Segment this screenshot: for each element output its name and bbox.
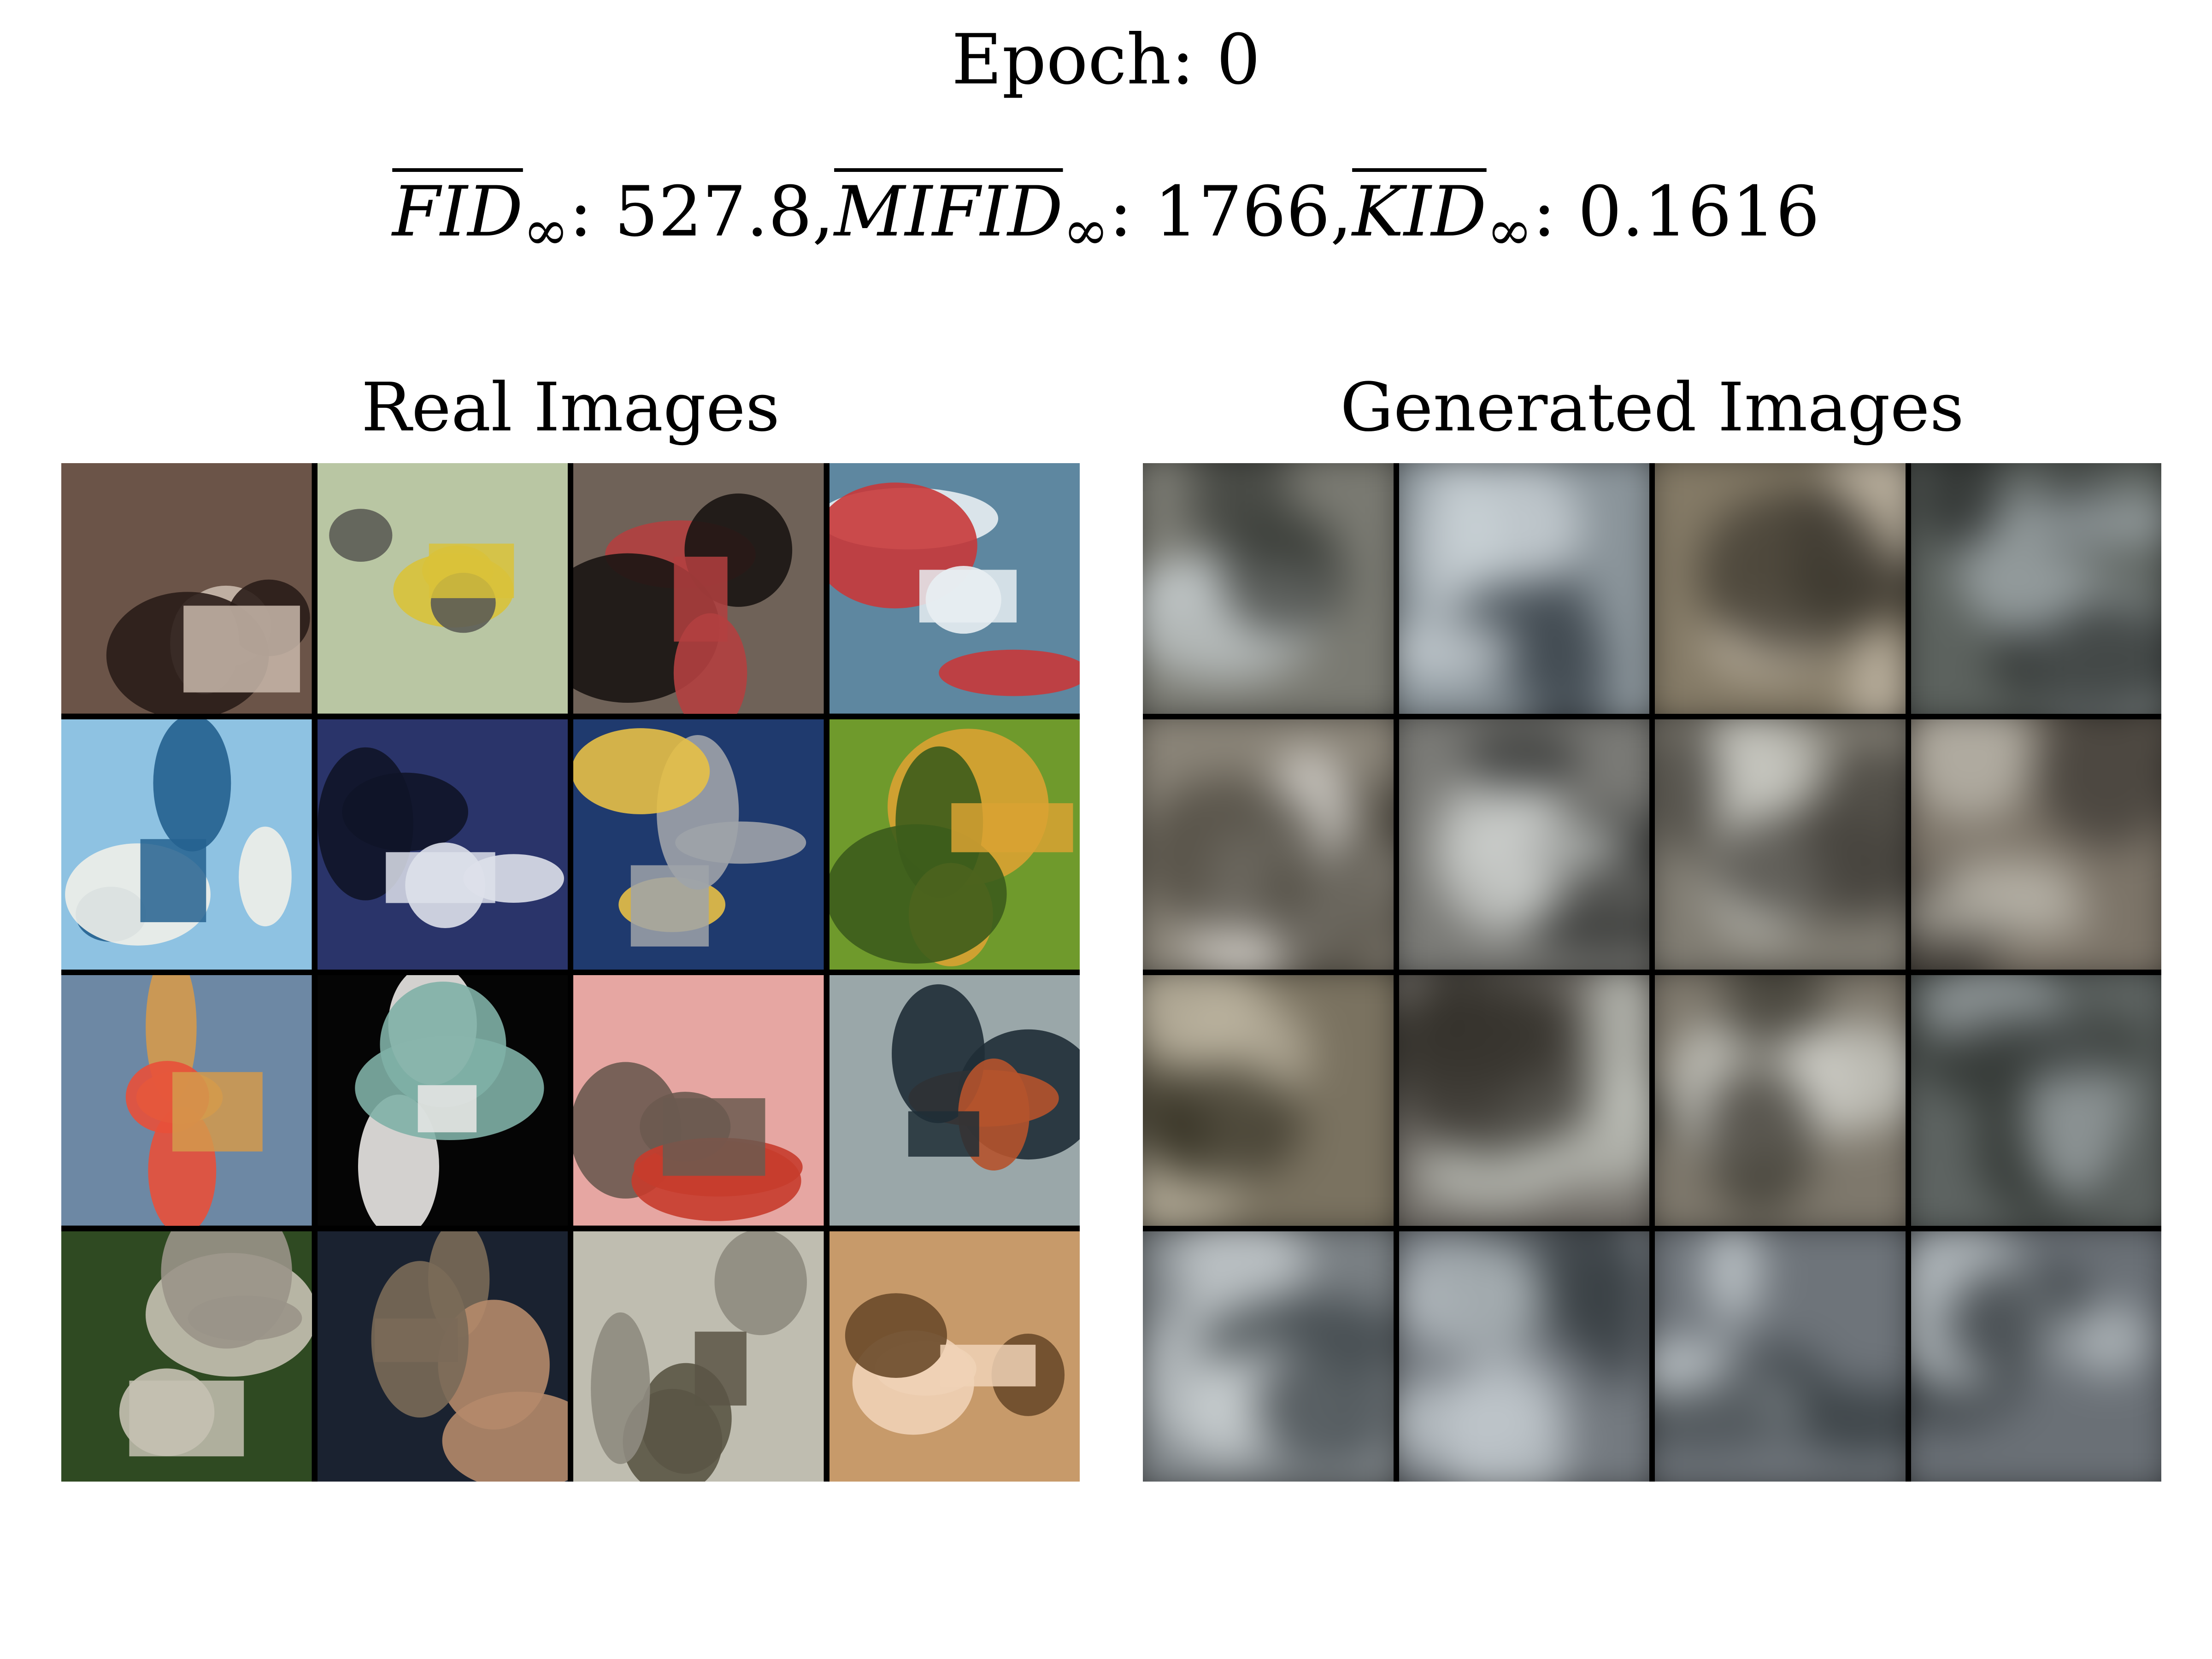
metric-value: 0.1616: [1577, 172, 1820, 252]
generated-image-tile: [1399, 719, 1649, 970]
generated-image-tile: [1143, 1231, 1394, 1482]
generated-image-tile: [1911, 1231, 2161, 1482]
metric-kid: KID∞: 0.1616: [1352, 172, 1820, 263]
real-image-tile: [317, 463, 568, 714]
generated-image-tile: [1399, 1231, 1649, 1482]
generated-image-tile: [1911, 975, 2161, 1226]
metric-name: KID: [1352, 172, 1487, 252]
generated-images-title: Generated Images: [1340, 369, 1964, 447]
generated-images-grid: [1143, 463, 2161, 1482]
generated-image-tile: [1911, 463, 2161, 714]
generated-image-tile: [1655, 463, 1906, 714]
generated-image-tile: [1655, 975, 1906, 1226]
real-image-tile: [573, 463, 824, 714]
metric-separator: ,: [812, 172, 835, 252]
real-image-tile: [61, 719, 312, 970]
generated-image-tile: [1143, 463, 1394, 714]
generated-image-tile: [1143, 719, 1394, 970]
metric-subscript: ∞: [523, 199, 569, 263]
generated-image-tile: [1911, 719, 2161, 970]
real-image-tile: [317, 975, 568, 1226]
metric-separator: ,: [1330, 172, 1353, 252]
metric-fid: FID∞: 527.8,: [392, 172, 835, 263]
real-image-tile: [573, 975, 824, 1226]
metric-value: 527.8: [614, 172, 812, 252]
real-images-title: Real Images: [361, 369, 780, 447]
real-image-tile: [829, 975, 1080, 1226]
metric-mifid: MIFID∞: 1766,: [834, 172, 1353, 263]
metric-name: FID: [392, 172, 523, 252]
real-image-tile: [317, 719, 568, 970]
epoch-title: Epoch: 0: [951, 20, 1261, 100]
metrics-line: FID∞: 527.8, MIFID∞: 1766, KID∞: 0.1616: [0, 166, 2212, 263]
real-image-tile: [61, 1231, 312, 1482]
real-image-tile: [829, 463, 1080, 714]
generated-image-tile: [1655, 719, 1906, 970]
real-image-tile: [573, 719, 824, 970]
generated-image-tile: [1143, 975, 1394, 1226]
metric-subscript: ∞: [1486, 199, 1533, 263]
real-image-tile: [573, 1231, 824, 1482]
real-image-tile: [61, 975, 312, 1226]
real-image-tile: [829, 1231, 1080, 1482]
metric-value: 1766: [1154, 172, 1330, 252]
generated-image-tile: [1399, 975, 1649, 1226]
metric-name: MIFID: [834, 172, 1063, 252]
generated-image-tile: [1655, 1231, 1906, 1482]
real-image-tile: [317, 1231, 568, 1482]
real-image-tile: [61, 463, 312, 714]
real-image-tile: [829, 719, 1080, 970]
generated-image-tile: [1399, 463, 1649, 714]
real-images-grid: [61, 463, 1080, 1482]
metric-subscript: ∞: [1063, 199, 1109, 263]
